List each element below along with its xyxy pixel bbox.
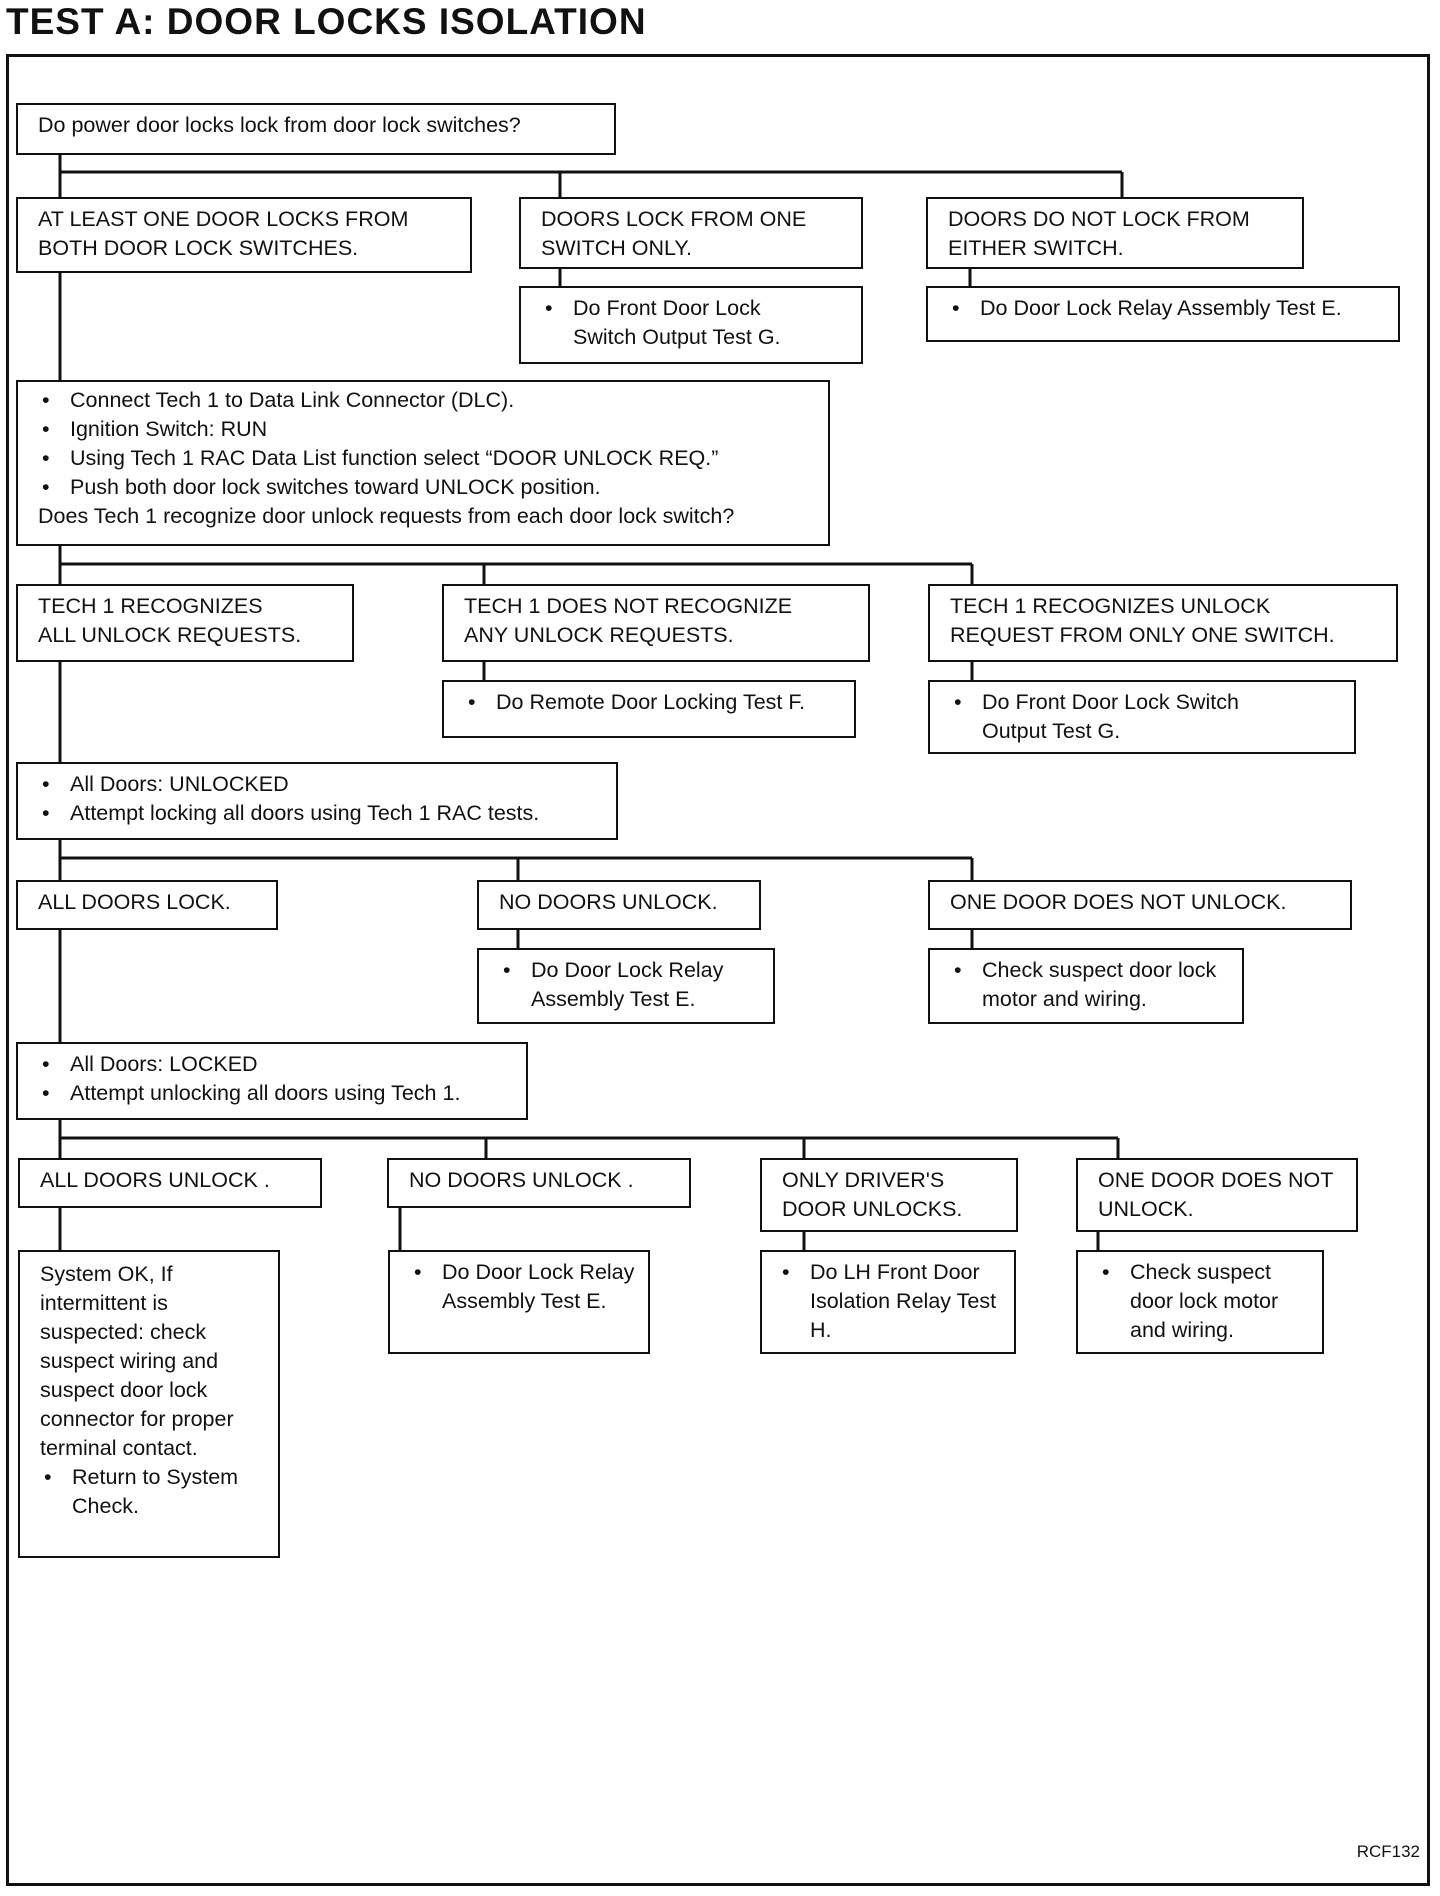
result-at-least-one-door-locks: AT LEAST ONE DOOR LOCKS FROM BOTH DOOR L… xyxy=(16,197,472,273)
result-no-doors-unlock-2: NO DOORS UNLOCK . xyxy=(387,1158,691,1208)
action-relay-assembly-test-e-3: Do Door Lock Relay Assembly Test E. xyxy=(388,1250,650,1354)
action-system-ok: System OK, If intermittent is suspected:… xyxy=(18,1250,280,1558)
step-connect-tech1: Connect Tech 1 to Data Link Connector (D… xyxy=(16,380,830,546)
result-all-doors-unlock: ALL DOORS UNLOCK . xyxy=(18,1158,322,1208)
question-door-locks-from-switches: Do power door locks lock from door lock … xyxy=(16,103,616,155)
result-doors-lock-one-switch: DOORS LOCK FROM ONE SWITCH ONLY. xyxy=(519,197,863,269)
action-relay-assembly-test-e-2: Do Door Lock Relay Assembly Test E. xyxy=(477,948,775,1024)
step-all-doors-unlocked: All Doors: UNLOCKED Attempt locking all … xyxy=(16,762,618,840)
action-front-door-switch-test-g-2: Do Front Door Lock Switch Output Test G. xyxy=(928,680,1356,754)
action-front-door-switch-test-g: Do Front Door Lock Switch Output Test G. xyxy=(519,286,863,364)
step-all-doors-locked: All Doors: LOCKED Attempt unlocking all … xyxy=(16,1042,528,1120)
result-tech1-recognizes-one-switch: TECH 1 RECOGNIZES UNLOCK REQUEST FROM ON… xyxy=(928,584,1398,662)
diagram-frame xyxy=(6,54,1430,1886)
action-remote-locking-test-f: Do Remote Door Locking Test F. xyxy=(442,680,856,738)
action-relay-assembly-test-e: Do Door Lock Relay Assembly Test E. xyxy=(926,286,1400,342)
result-tech1-recognizes-all: TECH 1 RECOGNIZES ALL UNLOCK REQUESTS. xyxy=(16,584,354,662)
result-one-door-does-not-unlock: ONE DOOR DOES NOT UNLOCK. xyxy=(928,880,1352,930)
action-check-door-motor-wiring-2: Check suspect door lock motor and wiring… xyxy=(1076,1250,1324,1354)
figure-code: RCF132 xyxy=(1356,1842,1420,1861)
result-tech1-recognizes-none: TECH 1 DOES NOT RECOGNIZE ANY UNLOCK REQ… xyxy=(442,584,870,662)
result-doors-do-not-lock: DOORS DO NOT LOCK FROM EITHER SWITCH. xyxy=(926,197,1304,269)
action-lh-front-isolation-relay-test-h: Do LH Front Door Isolation Relay Test H. xyxy=(760,1250,1016,1354)
action-check-door-motor-wiring: Check suspect door lock motor and wiring… xyxy=(928,948,1244,1024)
result-one-door-does-not-unlock-2: ONE DOOR DOES NOT UNLOCK. xyxy=(1076,1158,1358,1232)
page-title: TEST A: DOOR LOCKS ISOLATION xyxy=(6,1,647,42)
result-only-drivers-door-unlocks: ONLY DRIVER'S DOOR UNLOCKS. xyxy=(760,1158,1018,1232)
result-no-doors-unlock: NO DOORS UNLOCK. xyxy=(477,880,761,930)
result-all-doors-lock: ALL DOORS LOCK. xyxy=(16,880,278,930)
